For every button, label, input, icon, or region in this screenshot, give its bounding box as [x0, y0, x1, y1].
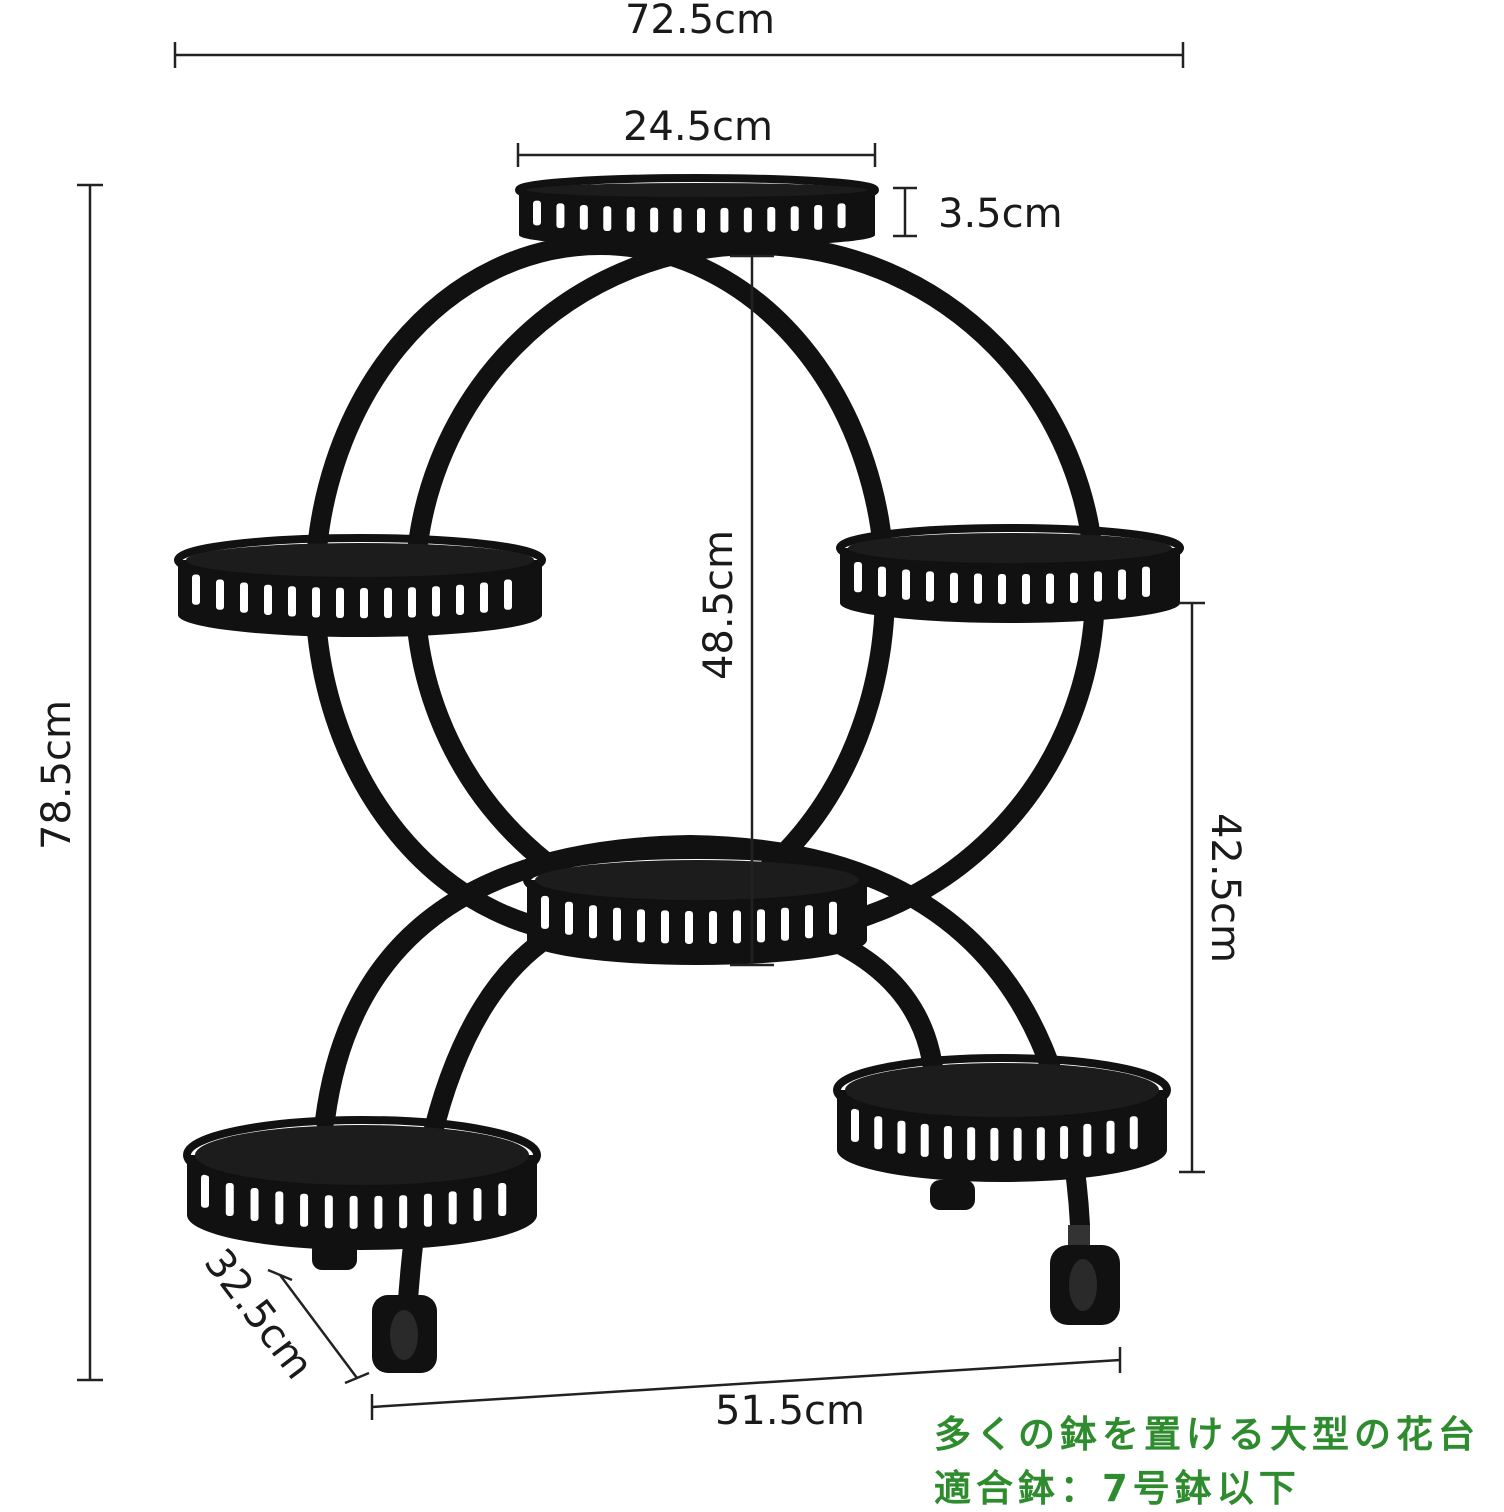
caster-right — [1050, 1225, 1120, 1325]
base-length-label: 51.5cm — [715, 1388, 865, 1434]
caption-line-1: 多くの鉢を置ける大型の花台 — [934, 1413, 1480, 1456]
tray-center — [523, 851, 871, 965]
tray-middle-left — [174, 534, 546, 637]
tray-bottom-left — [183, 1116, 541, 1250]
overall-height-label: 78.5cm — [34, 700, 80, 850]
dimension-lines — [77, 42, 1205, 1420]
lower-left-arch — [315, 835, 700, 1130]
side-tier-height-label: 42.5cm — [1202, 813, 1248, 963]
tray-top — [515, 174, 879, 247]
caster-hidden-right — [930, 1180, 975, 1210]
inner-height-label: 48.5cm — [696, 530, 742, 680]
top-tray-diameter-label: 24.5cm — [623, 104, 773, 150]
overall-width-label: 72.5cm — [625, 0, 775, 43]
caster-left — [372, 1295, 437, 1373]
rim-height-label: 3.5cm — [938, 191, 1063, 237]
tray-middle-right — [836, 524, 1184, 623]
caster-hidden-left — [312, 1240, 357, 1270]
trays — [174, 174, 1184, 1250]
caption-line-2: 適合鉢：7号鉢以下 — [934, 1467, 1301, 1510]
base-depth-label: 32.5cm — [195, 1240, 322, 1388]
tray-bottom-right — [833, 1054, 1171, 1182]
